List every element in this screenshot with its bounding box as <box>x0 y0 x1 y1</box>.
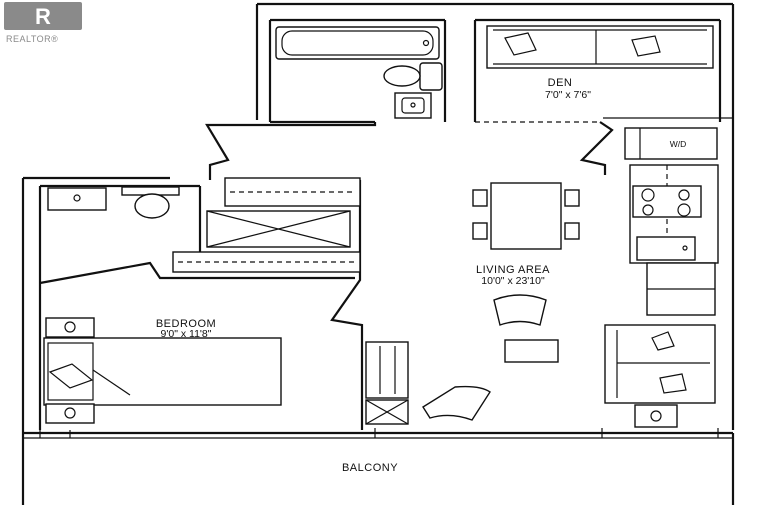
kitchen-sink-icon <box>636 236 696 261</box>
sofa-icon <box>486 25 714 69</box>
kitchen: W/D <box>624 127 719 316</box>
closet-1-icon <box>224 177 361 207</box>
balcony-name: BALCONY <box>342 462 398 474</box>
hall-sink-icon <box>47 187 107 211</box>
living-name: LIVING AREA <box>476 264 550 276</box>
bed-icon <box>43 337 282 406</box>
entry-walls <box>205 121 614 180</box>
wardrobe-icon <box>365 341 409 399</box>
heater-icon <box>365 399 409 425</box>
sofa-2-icon <box>604 324 716 404</box>
realtor-logo-icon: R REALTOR® <box>4 2 82 44</box>
closet-2-icon <box>172 251 361 273</box>
sink-icon <box>394 92 432 119</box>
den: DEN 7'0" x 7'6" <box>473 18 733 123</box>
bathroom-top <box>268 18 447 124</box>
shower-icon <box>206 210 351 248</box>
nightstand-1-icon <box>45 317 95 338</box>
den-size: 7'0" x 7'6" <box>545 89 591 101</box>
living-size: 10'0" x 23'10" <box>481 275 545 287</box>
stove-icon <box>632 185 702 218</box>
hall-toilet-icon <box>121 186 180 219</box>
bedroom-size: 9'0" x 11'8" <box>161 328 212 340</box>
living-area: LIVING AREA 10'0" x 23'10" <box>422 182 716 428</box>
outer-walls <box>21 2 735 505</box>
bathtub-icon <box>275 26 440 60</box>
coffee-table-icon <box>504 339 559 363</box>
den-name: DEN <box>548 77 573 89</box>
washer-dryer-label: W/D <box>670 139 687 149</box>
realtor-logo-mark: R <box>35 4 51 29</box>
washer-dryer-icon: W/D <box>624 127 718 160</box>
bedroom: BEDROOM 9'0" x 11'8" <box>38 177 409 430</box>
realtor-logo-text: REALTOR® <box>6 34 58 44</box>
dining-table-icon <box>472 182 580 250</box>
nightstand-2-icon <box>45 403 95 424</box>
toilet-icon <box>383 62 443 91</box>
bedroom-name: BEDROOM <box>156 318 216 330</box>
armchair-icon <box>493 294 547 326</box>
armchair-2-icon <box>422 385 491 421</box>
speaker-icon <box>634 404 678 428</box>
